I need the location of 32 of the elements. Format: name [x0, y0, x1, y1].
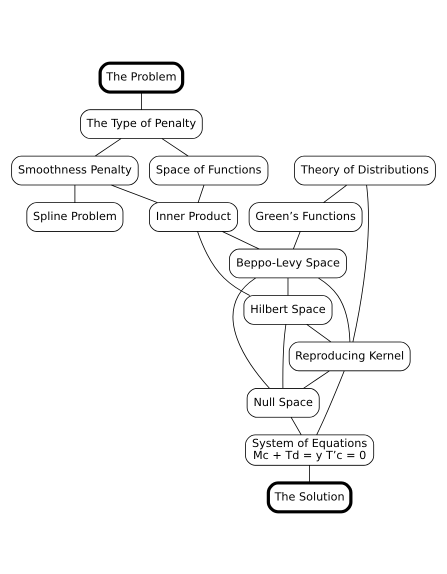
connector	[162, 138, 189, 156]
node-box: Null Space	[246, 388, 320, 418]
connector	[94, 138, 122, 156]
connector	[316, 370, 345, 435]
connector	[198, 184, 204, 202]
connector	[323, 184, 348, 202]
node-box: Smoothness Penalty	[11, 155, 139, 185]
node-box: Green’s Functions	[248, 202, 362, 232]
node-box: Beppo-Levy Space	[229, 248, 347, 278]
connector	[282, 323, 286, 388]
node-box: The Type of Penalty	[80, 108, 203, 138]
node-box: Inner Product	[149, 202, 238, 232]
node-box: Space of Functions	[149, 155, 268, 185]
connector	[309, 464, 310, 483]
connector	[74, 184, 76, 202]
connector	[197, 230, 250, 296]
connector	[306, 324, 332, 342]
node-box: The Problem	[98, 61, 184, 94]
connector	[232, 277, 270, 388]
connector	[352, 184, 369, 342]
connector	[110, 184, 158, 202]
connector	[302, 370, 330, 388]
connector	[222, 230, 260, 249]
node-box: Hilbert Space	[244, 294, 332, 324]
node-box: Theory of Distributions	[294, 155, 436, 185]
node-box: The Solution	[266, 480, 352, 513]
node-box: Spline Problem	[26, 202, 124, 232]
connector	[292, 230, 301, 249]
connector	[140, 91, 142, 110]
node-box: Reproducing Kernel	[288, 341, 411, 371]
node-box: System of Equations Mc + Td = y T’c = 0	[245, 434, 374, 466]
connector	[290, 416, 302, 435]
